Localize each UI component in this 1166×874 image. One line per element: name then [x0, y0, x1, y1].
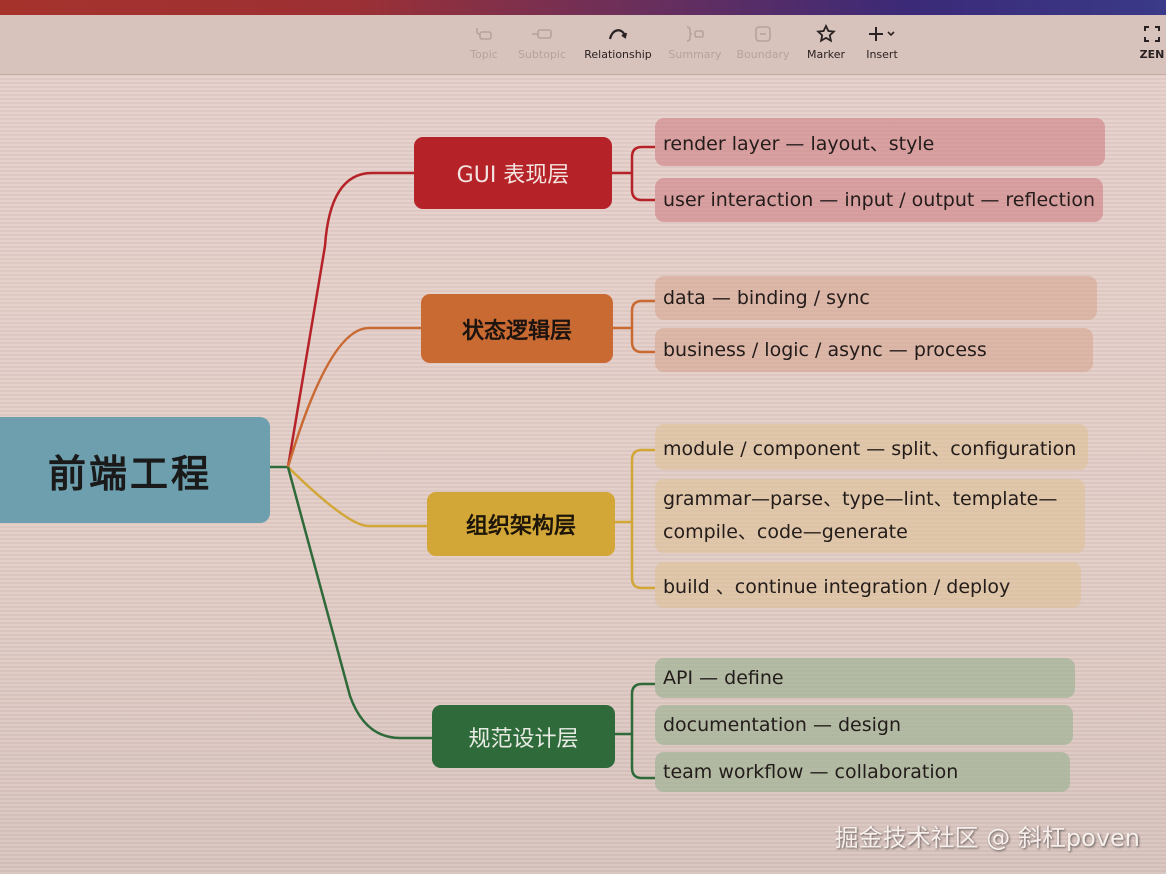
subtopic-label: module / component — split、configuration: [663, 437, 1077, 460]
insert-label: Insert: [866, 48, 898, 61]
topic-label: Topic: [470, 48, 498, 61]
plus-icon: [867, 23, 897, 45]
fullscreen-icon: [1143, 23, 1161, 45]
subtopic-documentation[interactable]: documentation — design: [655, 705, 1073, 745]
relationship-button[interactable]: Relationship: [578, 23, 658, 61]
subtopic-render-layer[interactable]: render layer — layout、style: [655, 118, 1105, 166]
marker-button[interactable]: Marker: [786, 23, 866, 61]
star-icon: [816, 23, 836, 45]
relationship-icon: [607, 23, 629, 45]
branch-spec-design-layer[interactable]: 规范设计层: [432, 705, 615, 768]
branch-label: GUI 表现层: [456, 163, 570, 188]
subtopic-label: data — binding / sync: [663, 287, 870, 309]
watermark: 掘金技术社区 @ 斜杠poven: [834, 824, 1140, 852]
insert-button[interactable]: Insert: [842, 23, 922, 61]
subtopic-label: documentation — design: [663, 714, 902, 736]
topic-button[interactable]: Topic: [444, 23, 524, 61]
subtopic-label: grammar—parse、type—lint、template—compile…: [663, 488, 1058, 543]
subtopic-module-component[interactable]: module / component — split、configuration: [655, 424, 1088, 470]
branch-state-logic-layer[interactable]: 状态逻辑层: [421, 294, 613, 363]
zen-label: ZEN: [1139, 48, 1165, 61]
subtopic-team-workflow[interactable]: team workflow — collaboration: [655, 752, 1070, 792]
branch-label: 规范设计层: [468, 726, 579, 752]
toolbar: Topic Subtopic Relationship Summary Boun…: [0, 15, 1166, 75]
relationship-label: Relationship: [584, 48, 652, 61]
summary-label: Summary: [668, 48, 722, 61]
subtopic-grammar-parse[interactable]: grammar—parse、type—lint、template—compile…: [655, 479, 1085, 553]
boundary-label: Boundary: [736, 48, 790, 61]
subtopic-business-logic[interactable]: business / logic / async — process: [655, 328, 1093, 372]
boundary-icon: [753, 23, 773, 45]
subtopic-build-ci[interactable]: build 、continue integration / deploy: [655, 562, 1081, 608]
branch-organization-layer[interactable]: 组织架构层: [427, 492, 615, 556]
summary-icon: [684, 23, 706, 45]
zen-button[interactable]: ZEN: [1112, 23, 1166, 61]
subtopic-icon: [530, 23, 554, 45]
branch-label: 状态逻辑层: [461, 318, 572, 344]
connector-lines: [270, 145, 655, 780]
subtopic-label: team workflow — collaboration: [663, 761, 959, 783]
subtopic-label: Subtopic: [517, 48, 567, 61]
subtopic-label: API — define: [663, 667, 784, 689]
subtopic-api-define[interactable]: API — define: [655, 658, 1075, 698]
subtopic-data-binding[interactable]: data — binding / sync: [655, 276, 1097, 320]
boundary-button[interactable]: Boundary: [723, 23, 803, 61]
root-topic[interactable]: 前端工程: [0, 417, 270, 523]
subtopic-button[interactable]: Subtopic: [502, 23, 582, 61]
branch-label: 组织架构层: [465, 514, 576, 539]
mindmap-canvas[interactable]: 前端工程 GUI 表现层 状态逻辑层 组织架构层 规范设计层 render la…: [0, 76, 1166, 874]
subtopic-user-interaction[interactable]: user interaction — input / output — refl…: [655, 178, 1103, 222]
root-topic-label: 前端工程: [47, 451, 212, 496]
subtopic-label: user interaction — input / output — refl…: [663, 189, 1095, 211]
topic-icon: [474, 23, 494, 45]
subtopic-label: build 、continue integration / deploy: [663, 575, 1011, 598]
marker-label: Marker: [806, 48, 846, 61]
subtopic-label: render layer — layout、style: [663, 132, 935, 155]
window-top-edge: [0, 0, 1166, 15]
branch-gui-layer[interactable]: GUI 表现层: [414, 137, 612, 209]
subtopic-label: business / logic / async — process: [663, 339, 987, 361]
summary-button[interactable]: Summary: [655, 23, 735, 61]
